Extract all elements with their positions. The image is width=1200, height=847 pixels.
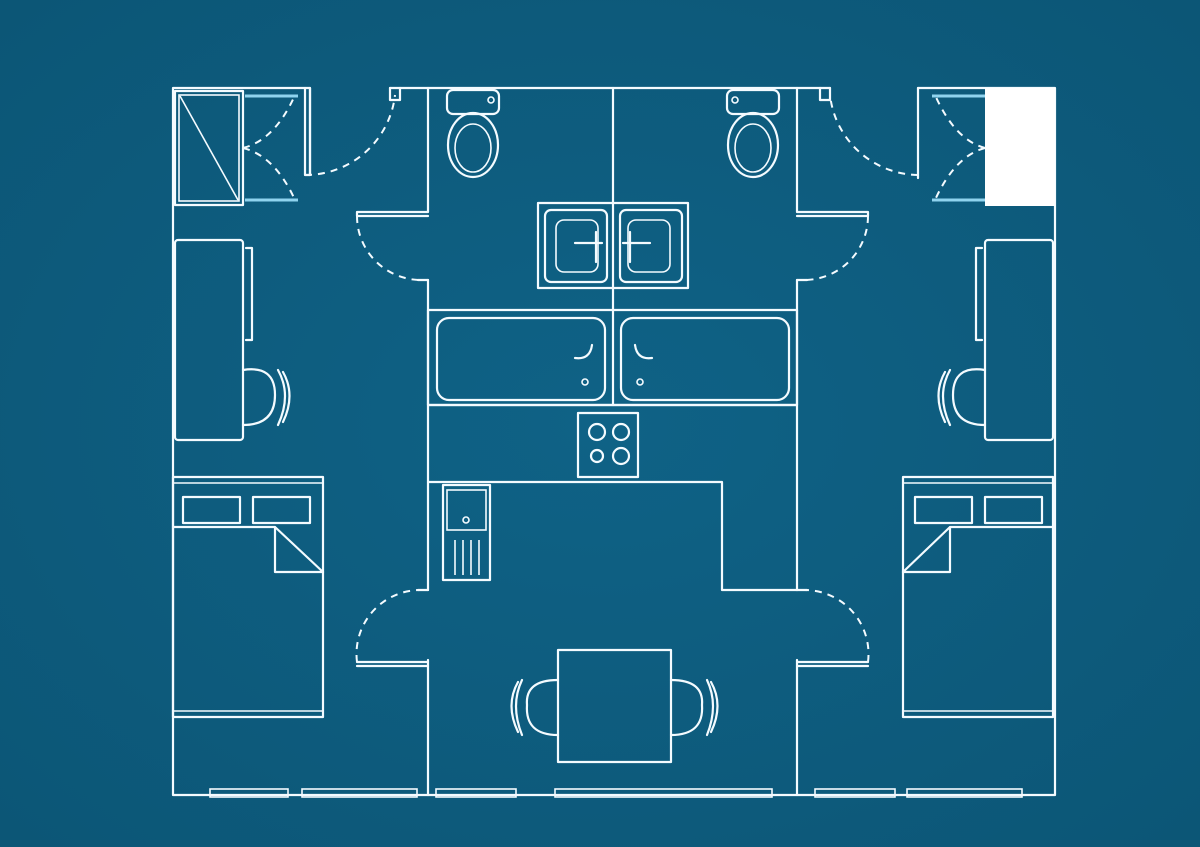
desk-left xyxy=(173,238,291,442)
desk-right xyxy=(937,238,1055,442)
closet-left xyxy=(173,89,298,207)
kitchen-sink xyxy=(441,483,492,582)
windows xyxy=(209,788,1023,798)
toilet-right xyxy=(725,88,781,179)
toilet-left xyxy=(445,88,501,179)
bed-left xyxy=(171,475,325,719)
kitchen xyxy=(426,403,799,592)
bed-right xyxy=(901,475,1055,719)
sinks xyxy=(536,201,690,290)
stove xyxy=(576,411,640,479)
dining-table xyxy=(510,648,719,764)
interior-walls xyxy=(355,86,870,797)
doors xyxy=(242,94,986,663)
closet-right xyxy=(916,86,1055,206)
